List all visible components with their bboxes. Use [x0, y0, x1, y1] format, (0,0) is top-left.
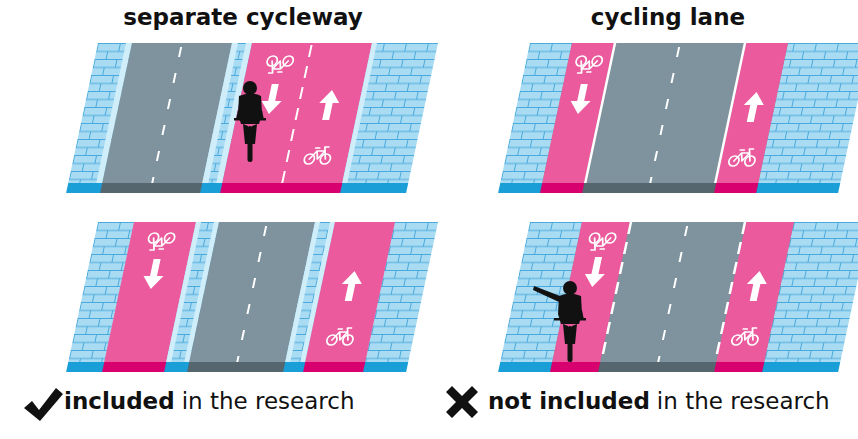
- caption-text: in the research: [182, 388, 355, 414]
- caption-text: in the research: [657, 388, 830, 414]
- cyclist-silhouette: [234, 81, 266, 162]
- status-word: included: [64, 388, 175, 414]
- cyclist-silhouette: [533, 281, 586, 362]
- column-title: separate cycleway: [123, 4, 363, 30]
- road-panel: [498, 43, 858, 193]
- column-title: cycling lane: [591, 4, 745, 30]
- road-panel: [66, 222, 438, 372]
- caption-row: not included in the research: [488, 388, 830, 414]
- check-mark: [24, 388, 63, 421]
- caption-row: included in the research: [64, 388, 355, 414]
- road-panel: [66, 43, 438, 193]
- road-panel: [498, 222, 858, 372]
- cross-mark: [446, 386, 478, 418]
- status-word: not included: [488, 388, 650, 414]
